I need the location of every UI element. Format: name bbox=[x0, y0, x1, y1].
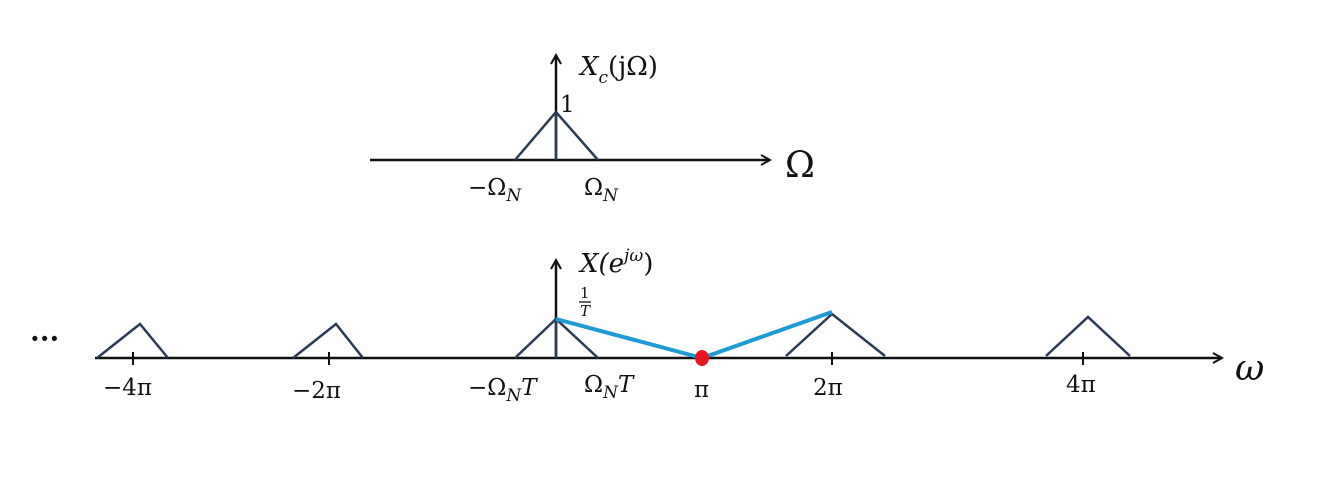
tick-label-4pi: 4π bbox=[1066, 372, 1096, 398]
tick-label-minus-4pi: −4π bbox=[103, 375, 152, 401]
top-plot: Xc(jΩ) 1 Ω −ΩN ΩN bbox=[370, 52, 815, 206]
spectrum-copy-minus-2pi bbox=[292, 322, 364, 359]
top-y-axis-label: Xc(jΩ) bbox=[578, 52, 658, 88]
peak-fraction-numerator: 1 bbox=[580, 284, 590, 302]
pi-marker-dot bbox=[695, 350, 709, 366]
bottom-x-axis-symbol: ω bbox=[1235, 348, 1264, 389]
tick-label-pi: π bbox=[694, 377, 709, 403]
peak-fraction-denominator: T bbox=[580, 302, 591, 320]
tick-label-2pi: 2π bbox=[813, 375, 843, 401]
tick-label-minus-2pi: −2π bbox=[292, 378, 341, 404]
top-tick-omega-n: ΩN bbox=[584, 175, 619, 206]
tick-label-minus-omega-n-t: −ΩNT bbox=[468, 375, 538, 406]
ellipsis: ··· bbox=[30, 322, 59, 355]
top-x-axis-symbol: Ω bbox=[785, 145, 815, 186]
spectrum-copy-minus-4pi bbox=[96, 322, 169, 359]
spectrum-copy-4pi bbox=[1045, 315, 1131, 357]
tick-label-omega-n-t: ΩNT bbox=[584, 372, 635, 403]
spectrum-copy-2pi bbox=[785, 312, 886, 357]
bottom-y-axis-label: X(ejω) bbox=[578, 246, 653, 279]
top-peak-label: 1 bbox=[560, 92, 575, 118]
top-tick-minus-omega-n: −ΩN bbox=[468, 175, 522, 206]
bottom-plot: ··· X(ejω) 1 T ω −4π −2π −ΩNT ΩNT π 2π 4… bbox=[30, 246, 1264, 406]
